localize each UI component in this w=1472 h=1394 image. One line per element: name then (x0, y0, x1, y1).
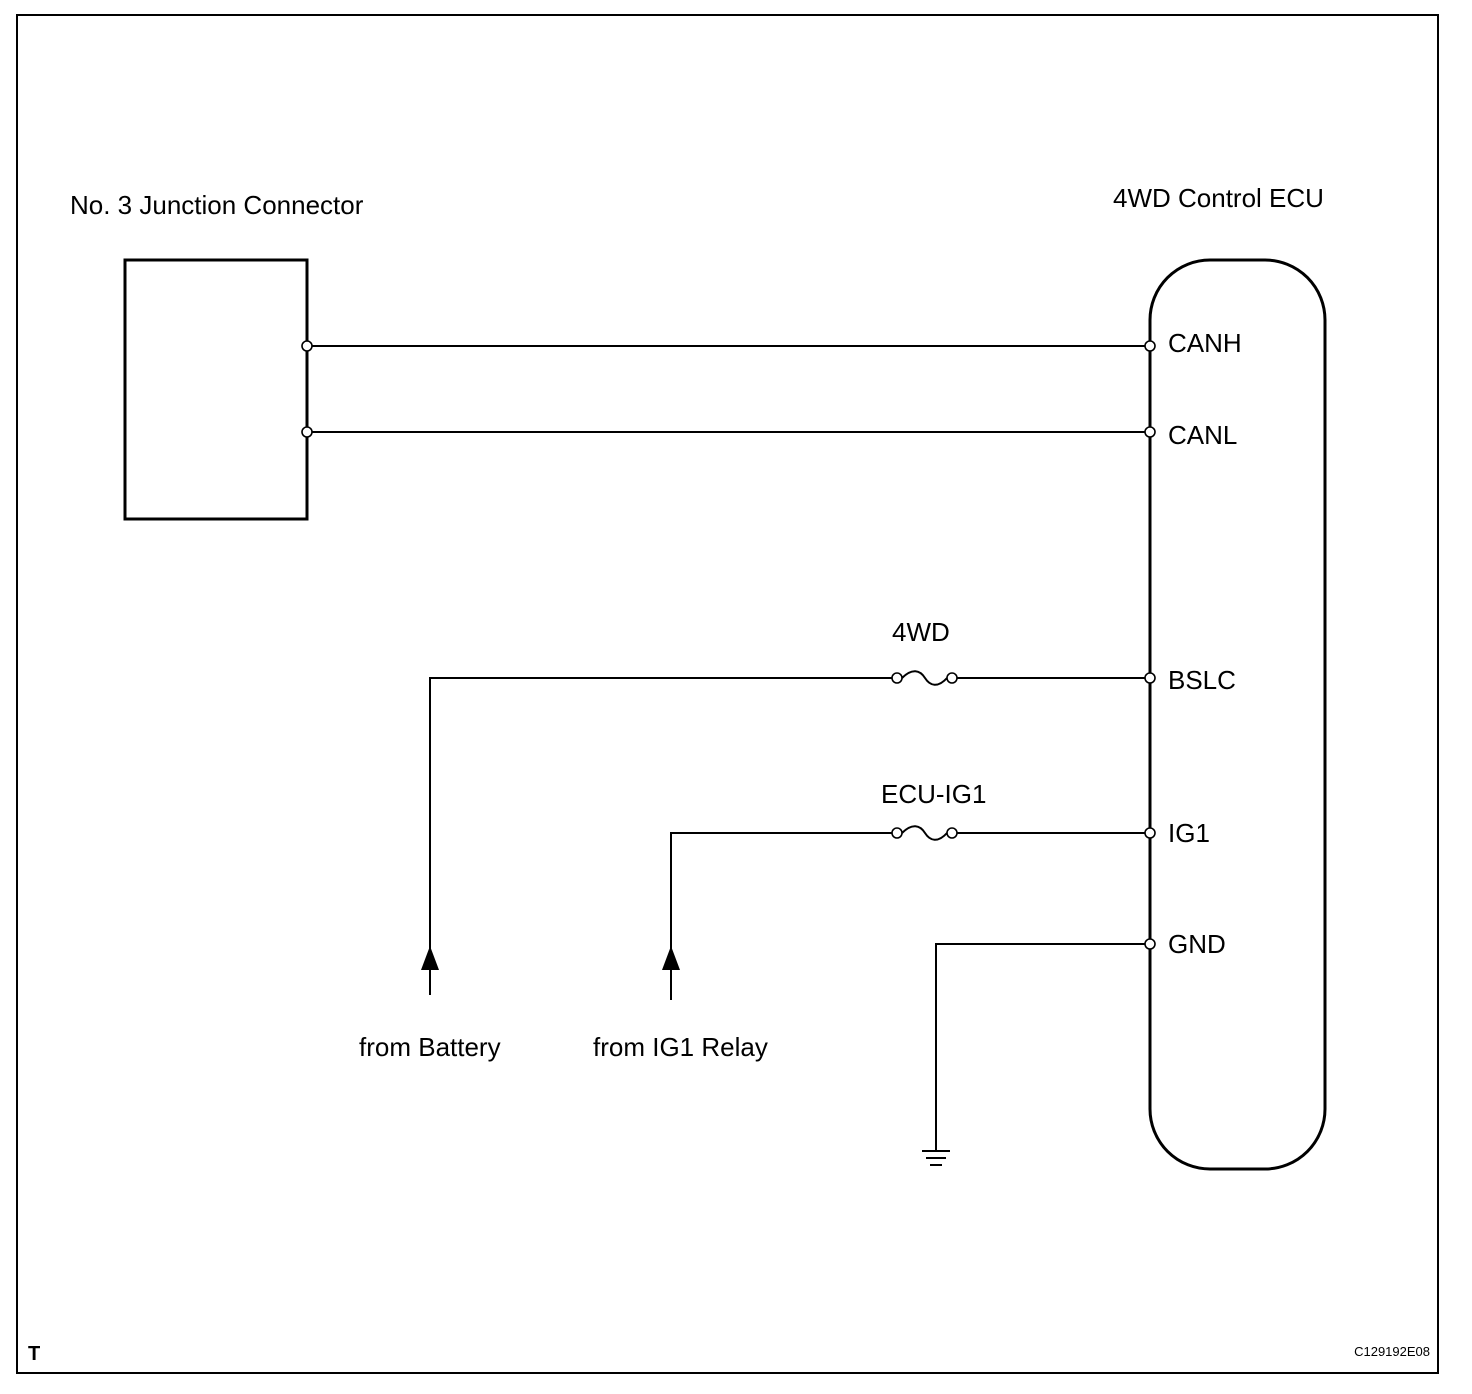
pin-canl-label: CANL (1168, 420, 1237, 450)
ecu-label: 4WD Control ECU (1113, 183, 1324, 213)
fuse-4wd-icon (891, 670, 958, 686)
junction-canl-terminal (301, 426, 313, 438)
from-ig1-relay-label: from IG1 Relay (593, 1032, 768, 1062)
ecu-canh-terminal (1144, 340, 1156, 352)
pin-ig1-label: IG1 (1168, 818, 1210, 848)
ig1-relay-arrow-icon (662, 946, 680, 970)
pin-canh-label: CANH (1168, 328, 1242, 358)
battery-arrow-icon (421, 946, 439, 970)
diagram-frame (16, 14, 1439, 1374)
ig1-wire-left (670, 832, 892, 1000)
ground-icon (922, 1150, 950, 1166)
from-battery-label: from Battery (359, 1032, 501, 1062)
bslc-wire-left (429, 677, 892, 995)
ecu-bslc-terminal (1144, 672, 1156, 684)
gnd-wire (935, 943, 1150, 1150)
junction-connector-label: No. 3 Junction Connector (70, 190, 364, 220)
ecu-canl-terminal (1144, 426, 1156, 438)
fuse-4wd-label: 4WD (892, 617, 950, 647)
ecu-box (1148, 258, 1327, 1171)
pin-gnd-label: GND (1168, 929, 1226, 959)
ecu-ig1-terminal (1144, 827, 1156, 839)
pin-bslc-label: BSLC (1168, 665, 1236, 695)
figure-code: C129192E08 (1354, 1344, 1430, 1359)
junction-connector-box (123, 258, 309, 521)
ecu-gnd-terminal (1144, 938, 1156, 950)
corner-mark: T (28, 1343, 40, 1365)
fuse-ecu-ig1-icon (891, 825, 958, 841)
fuse-ecu-ig1-label: ECU-IG1 (881, 779, 986, 809)
junction-canh-terminal (301, 340, 313, 352)
